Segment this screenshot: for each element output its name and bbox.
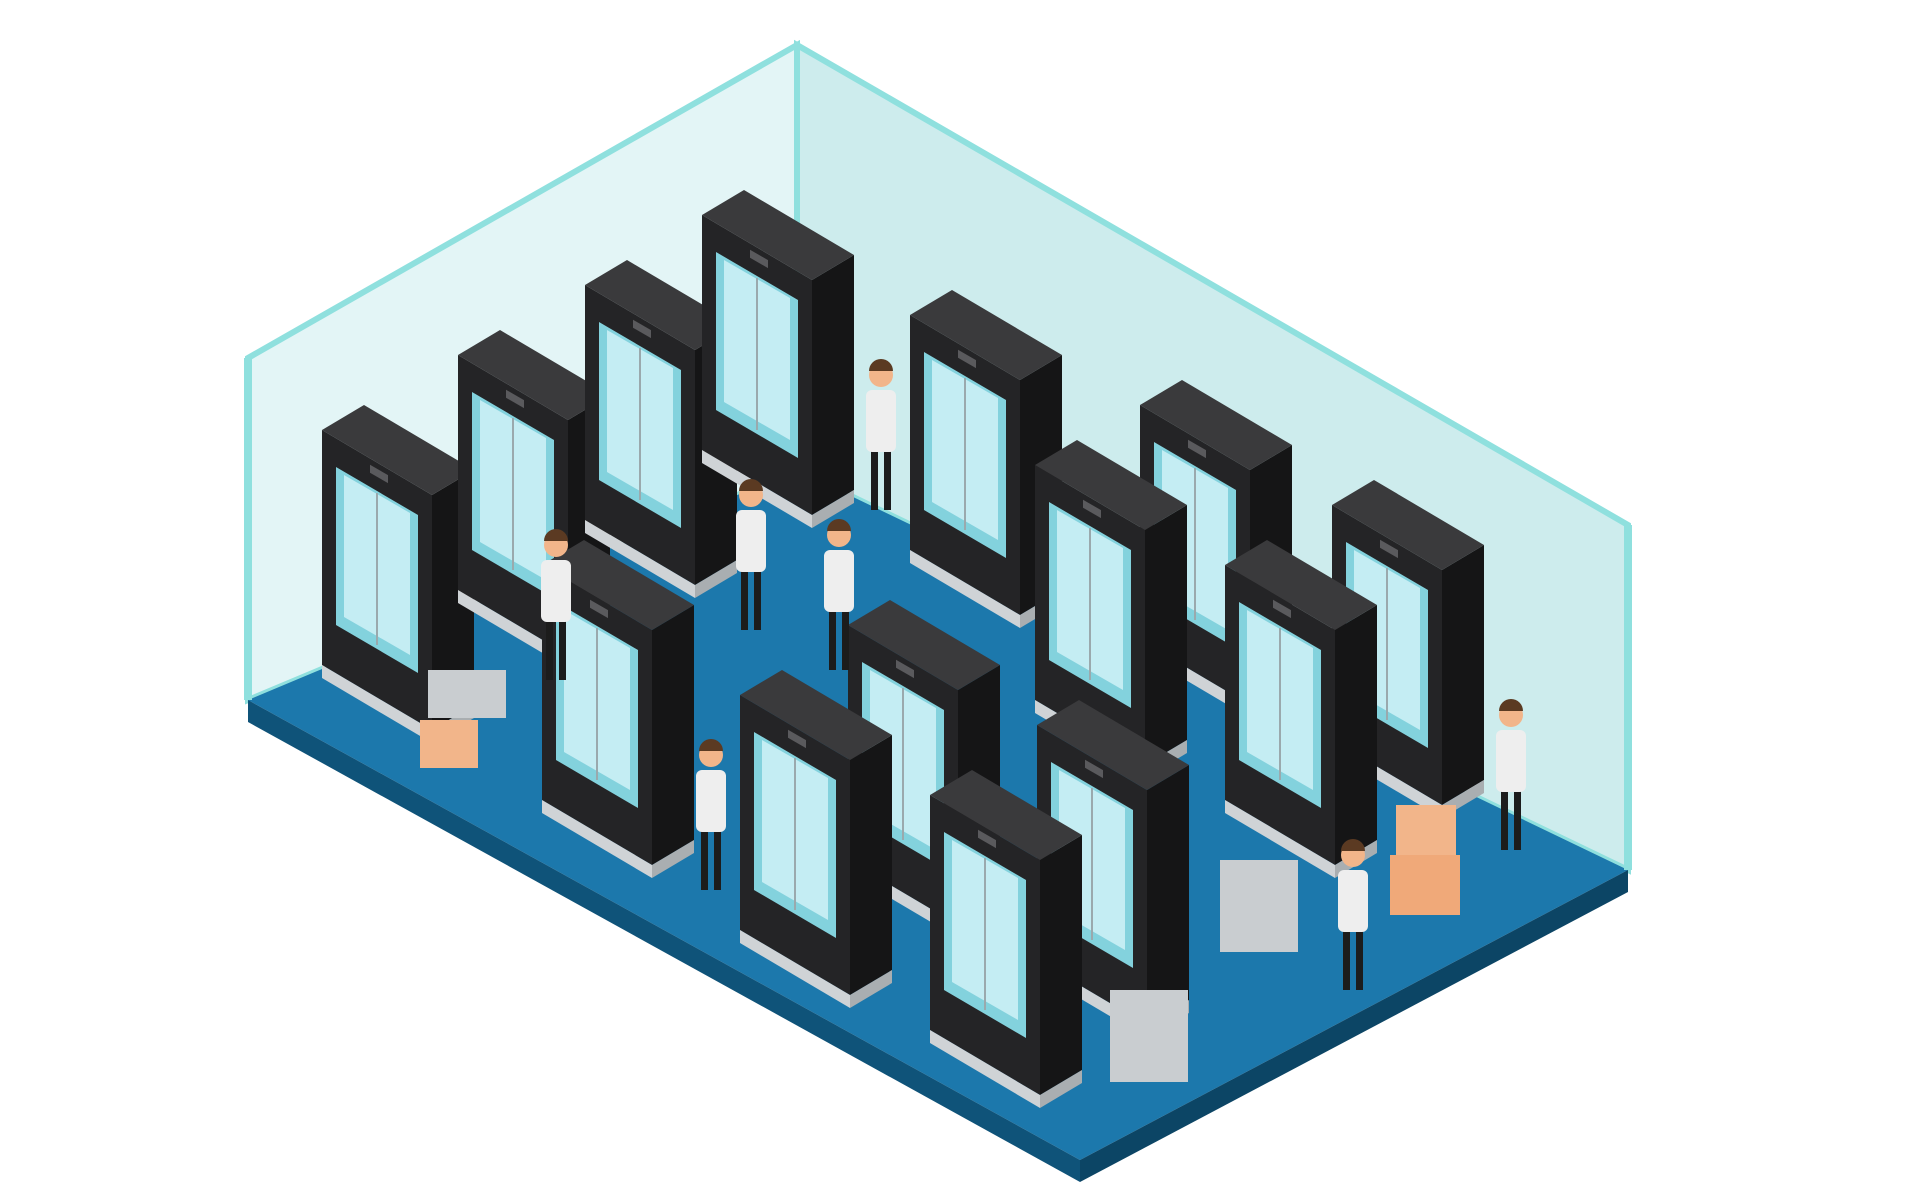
cardboard-box	[1396, 805, 1456, 857]
server-unit-stack	[428, 670, 506, 718]
glass-rims	[244, 358, 1632, 870]
floor-edge-left	[248, 700, 1080, 1182]
cardboard-box	[1390, 855, 1460, 915]
floor-edge-right	[1080, 870, 1628, 1182]
server-unit-stack	[1220, 860, 1298, 952]
equipment	[420, 670, 1460, 1082]
server-unit-stack	[1110, 990, 1188, 1082]
cardboard-box	[420, 720, 478, 768]
